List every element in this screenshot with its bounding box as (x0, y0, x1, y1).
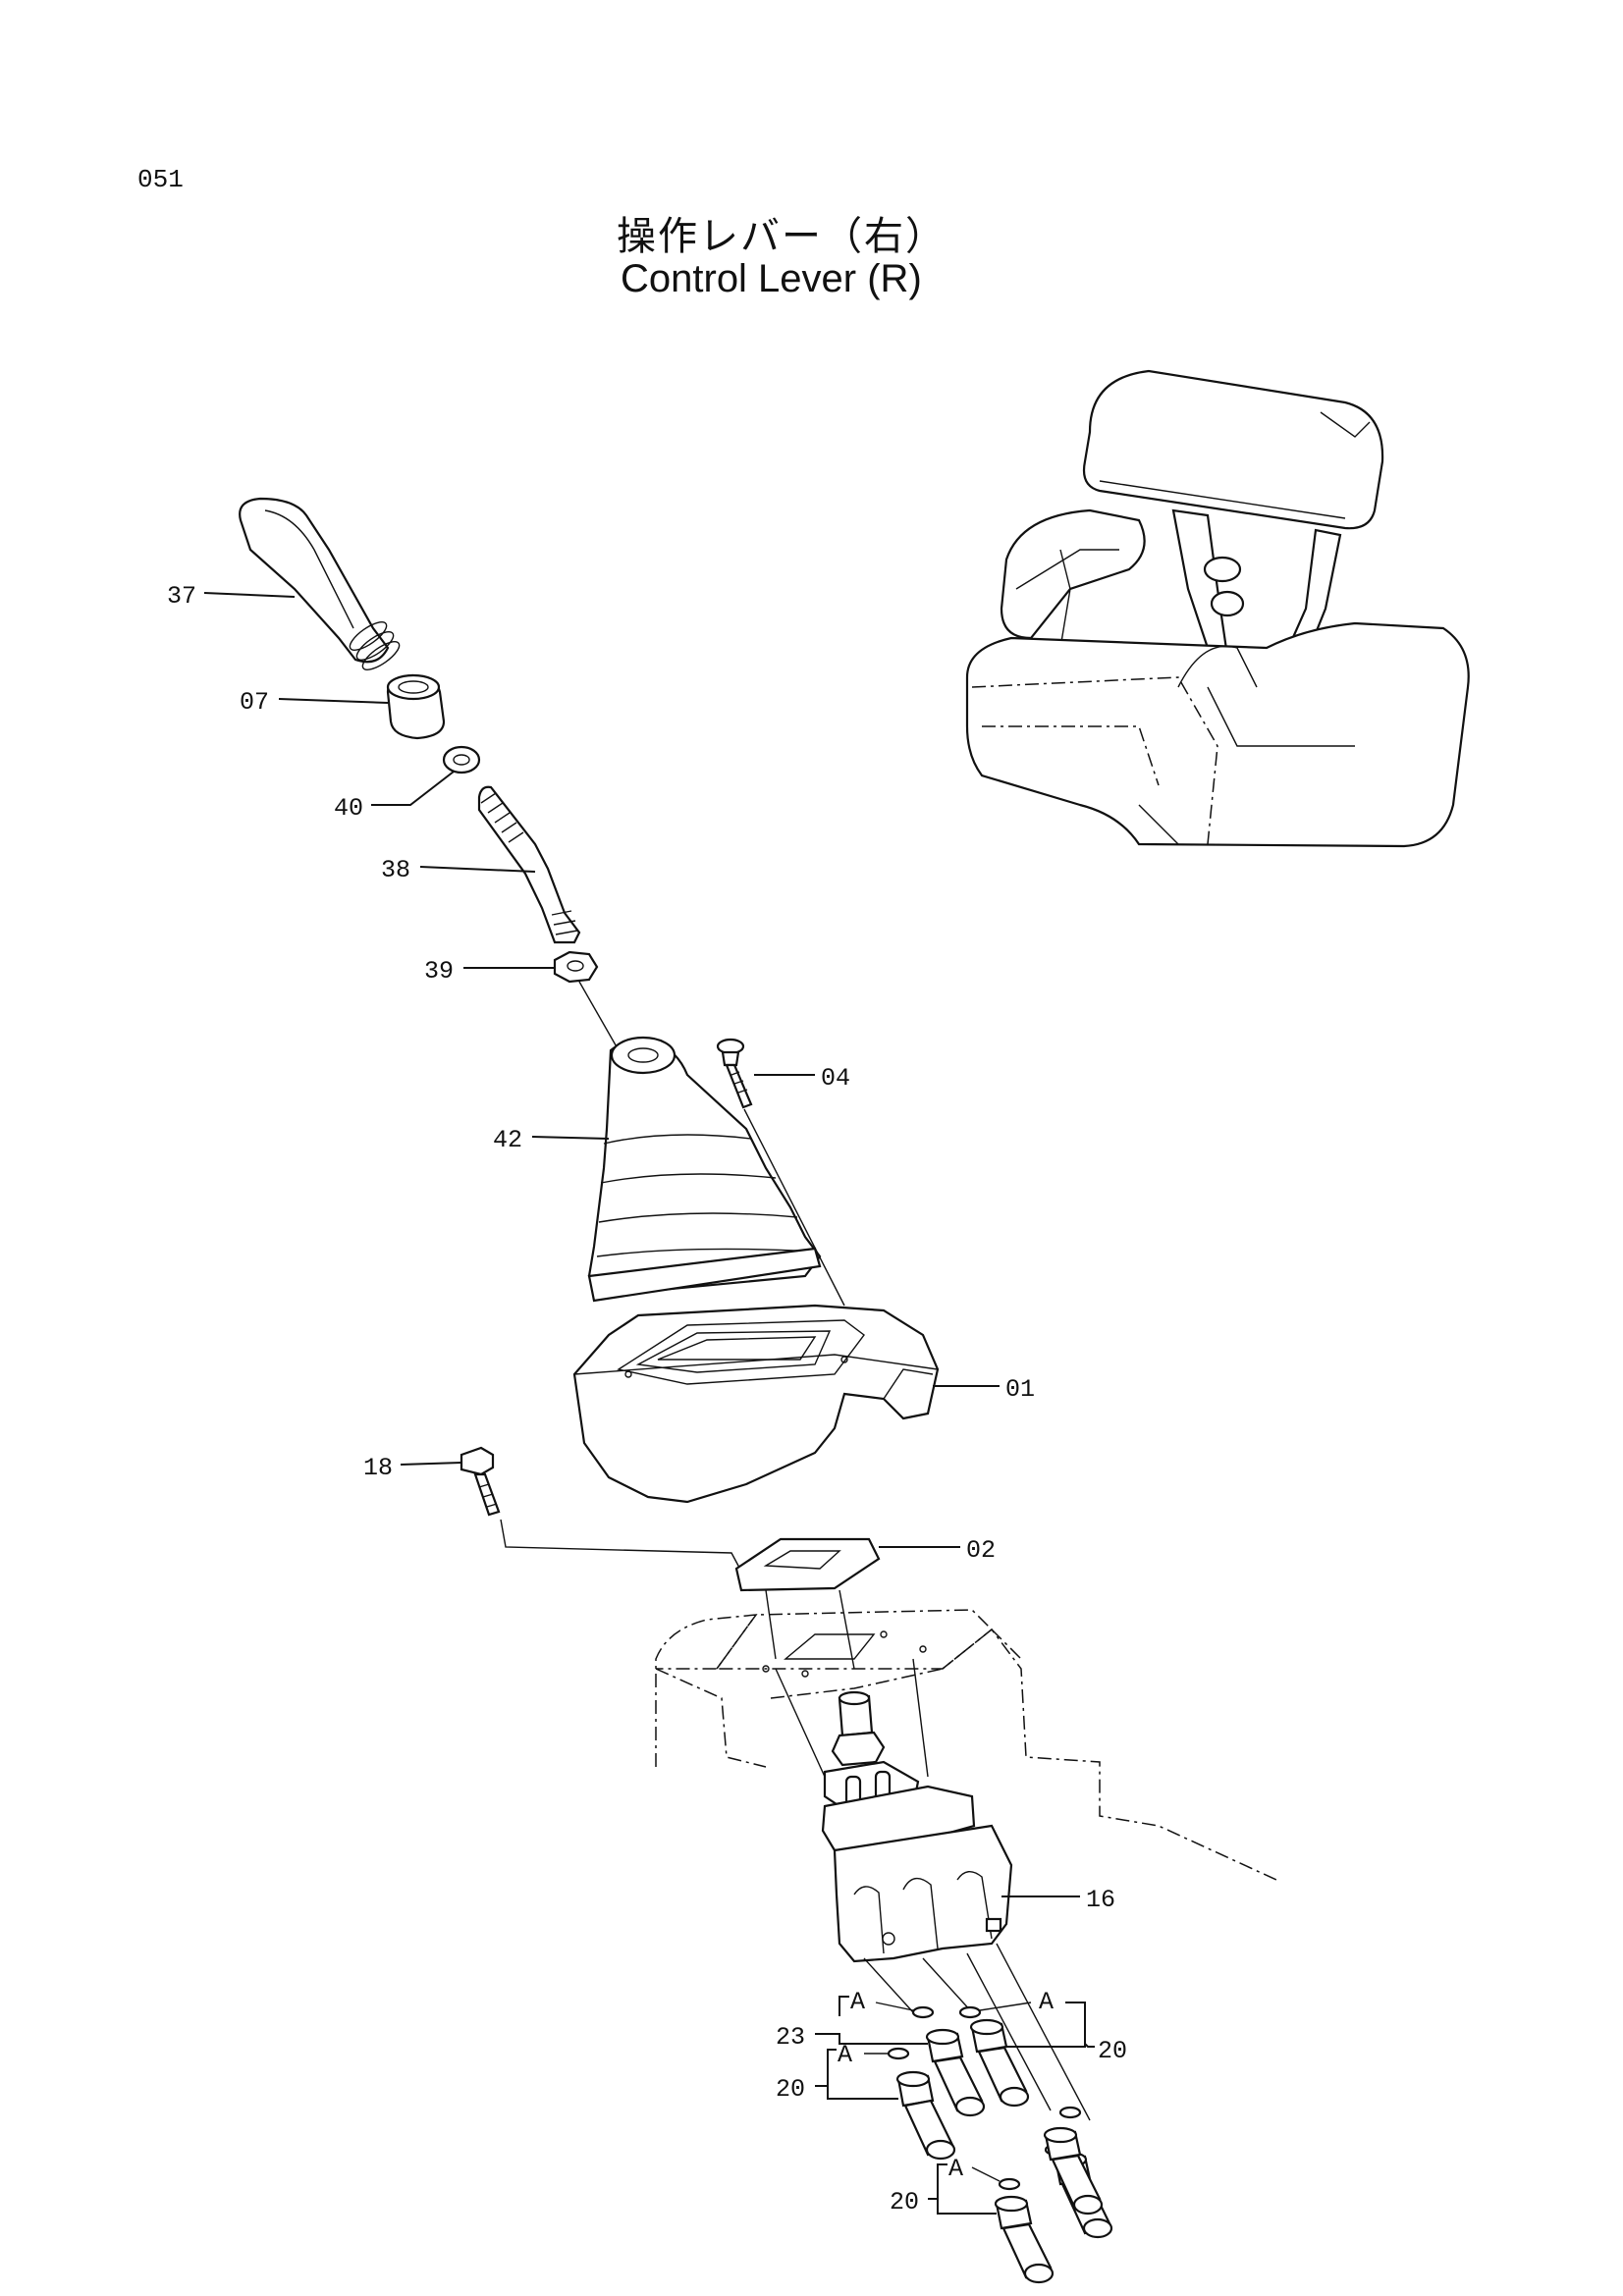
part-38-lever-rod (477, 785, 581, 944)
callout-a-3: A (838, 2041, 852, 2069)
title-japanese: 操作レバー（右） (617, 214, 947, 259)
callout-07: 07 (240, 688, 269, 717)
callout-23: 23 (776, 2023, 805, 2052)
part-07-ring (386, 673, 446, 740)
seat-inset-illustration (965, 369, 1470, 848)
part-16-pilot-valve (821, 1690, 1013, 1963)
part-39-nut (553, 950, 599, 984)
callout-04: 04 (821, 1064, 850, 1093)
callout-38: 38 (381, 856, 410, 884)
callout-42: 42 (493, 1126, 522, 1154)
elbow-fittings (895, 2018, 1113, 2284)
callout-a-4: A (948, 2155, 963, 2183)
part-04-screw (716, 1038, 753, 1109)
part-37-grip (239, 497, 401, 670)
page-number: 051 (137, 165, 184, 194)
callout-18: 18 (363, 1454, 393, 1482)
assembly-guide-lines (765, 1589, 1091, 2121)
callout-02: 02 (966, 1536, 996, 1565)
callout-20-bottom: 20 (890, 2188, 919, 2216)
callout-20-right: 20 (1098, 2037, 1127, 2065)
part-42-boot (587, 1036, 822, 1303)
callout-01: 01 (1005, 1375, 1035, 1404)
callout-39: 39 (424, 957, 454, 986)
callout-37: 37 (167, 582, 196, 611)
callout-16: 16 (1086, 1886, 1115, 1914)
console-mount-base (655, 1609, 1277, 1881)
part-18-bolt (460, 1446, 501, 1517)
title-english: Control Lever (R) (621, 257, 922, 300)
part-01-console-cover (572, 1304, 940, 1504)
part-40-washer (442, 745, 481, 774)
part-02-plate (734, 1537, 881, 1592)
callout-40: 40 (334, 794, 363, 823)
callout-a-2: A (1039, 1988, 1054, 2016)
a-brackets (827, 1996, 1086, 2184)
callout-a-1: A (850, 1988, 865, 2016)
callout-20-left: 20 (776, 2075, 805, 2104)
